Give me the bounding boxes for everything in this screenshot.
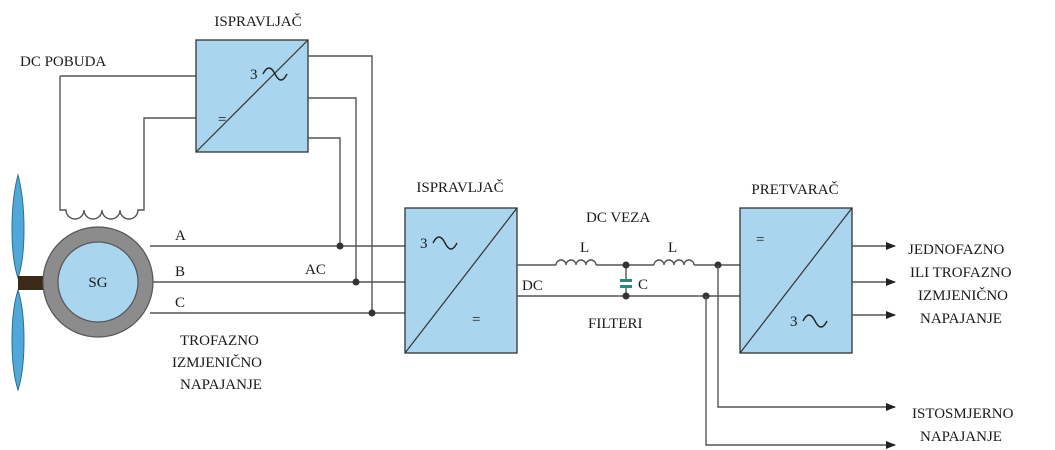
output-dc-label-2: NAPAJANJE bbox=[920, 429, 1002, 445]
excitation-coil bbox=[59, 76, 196, 220]
dc-output-wire-1 bbox=[717, 265, 896, 411]
output-ac-label-1: JEDNOFAZNO bbox=[908, 242, 1005, 258]
inverter-dc-symbol: = bbox=[756, 232, 764, 248]
rectifier1-box: 3 = bbox=[195, 39, 309, 153]
phase-b-label: B bbox=[175, 264, 185, 280]
blade-top bbox=[11, 173, 25, 280]
synchronous-generator: SG bbox=[42, 226, 154, 338]
filters-label: FILTERI bbox=[588, 316, 642, 332]
dc-link-label: DC VEZA bbox=[586, 210, 650, 226]
output-dc-label-1: ISTOSMJERNO bbox=[912, 406, 1014, 422]
rect1-feed-2 bbox=[308, 97, 357, 282]
three-phase-label-2: IZMJENIČNO bbox=[172, 354, 262, 371]
inverter-sine-icon bbox=[802, 314, 828, 328]
rectifier2-title: ISPRAVLJAČ bbox=[416, 179, 503, 196]
ac-label: AC bbox=[305, 262, 326, 278]
blade-bottom bbox=[11, 288, 25, 392]
dc-output-wire-2 bbox=[705, 296, 896, 449]
generator-label: SG bbox=[88, 275, 107, 291]
inductor-2-label: L bbox=[668, 240, 677, 256]
output-ac-label-4: NAPAJANJE bbox=[920, 311, 1002, 327]
rectifier1-dc-symbol: = bbox=[218, 112, 226, 128]
rectifier2-box: 3 = bbox=[404, 207, 518, 354]
output-ac-label-3: IZMJENIČNO bbox=[918, 287, 1008, 304]
rectifier1-sine-icon bbox=[262, 67, 288, 81]
inductor-1-label: L bbox=[580, 240, 589, 256]
rect1-feed-3 bbox=[308, 137, 341, 246]
inductor-2 bbox=[653, 259, 695, 266]
rectifier2-dc-symbol: = bbox=[472, 312, 480, 328]
junction-b bbox=[352, 278, 360, 286]
capacitor bbox=[620, 261, 632, 300]
rectifier1-title: ISPRAVLJAČ bbox=[214, 13, 301, 30]
junction-c bbox=[368, 309, 376, 317]
rectifier2-sine-icon bbox=[432, 236, 458, 250]
inverter-title: PRETVARAČ bbox=[751, 181, 838, 198]
rectifier1-ac-symbol: 3 bbox=[250, 67, 258, 83]
dc-pobuda-label: DC POBUDA bbox=[20, 54, 106, 70]
capacitor-label: C bbox=[638, 277, 648, 293]
rect1-feed-1 bbox=[308, 55, 373, 313]
inductor-1 bbox=[555, 259, 597, 266]
three-phase-label-3: NAPAJANJE bbox=[180, 377, 262, 393]
junction-a bbox=[336, 242, 344, 250]
phase-a-label: A bbox=[175, 228, 186, 244]
rectifier2-ac-symbol: 3 bbox=[420, 236, 428, 252]
turbine-blades bbox=[11, 173, 25, 392]
inverter-ac-symbol: 3 bbox=[790, 314, 798, 330]
output-ac-label-2: ILI TROFAZNO bbox=[910, 265, 1012, 281]
three-phase-label-1: TROFAZNO bbox=[180, 333, 259, 349]
phase-c-label: C bbox=[175, 295, 185, 311]
dc-label: DC bbox=[522, 278, 543, 294]
inverter-box: = 3 bbox=[739, 207, 853, 354]
